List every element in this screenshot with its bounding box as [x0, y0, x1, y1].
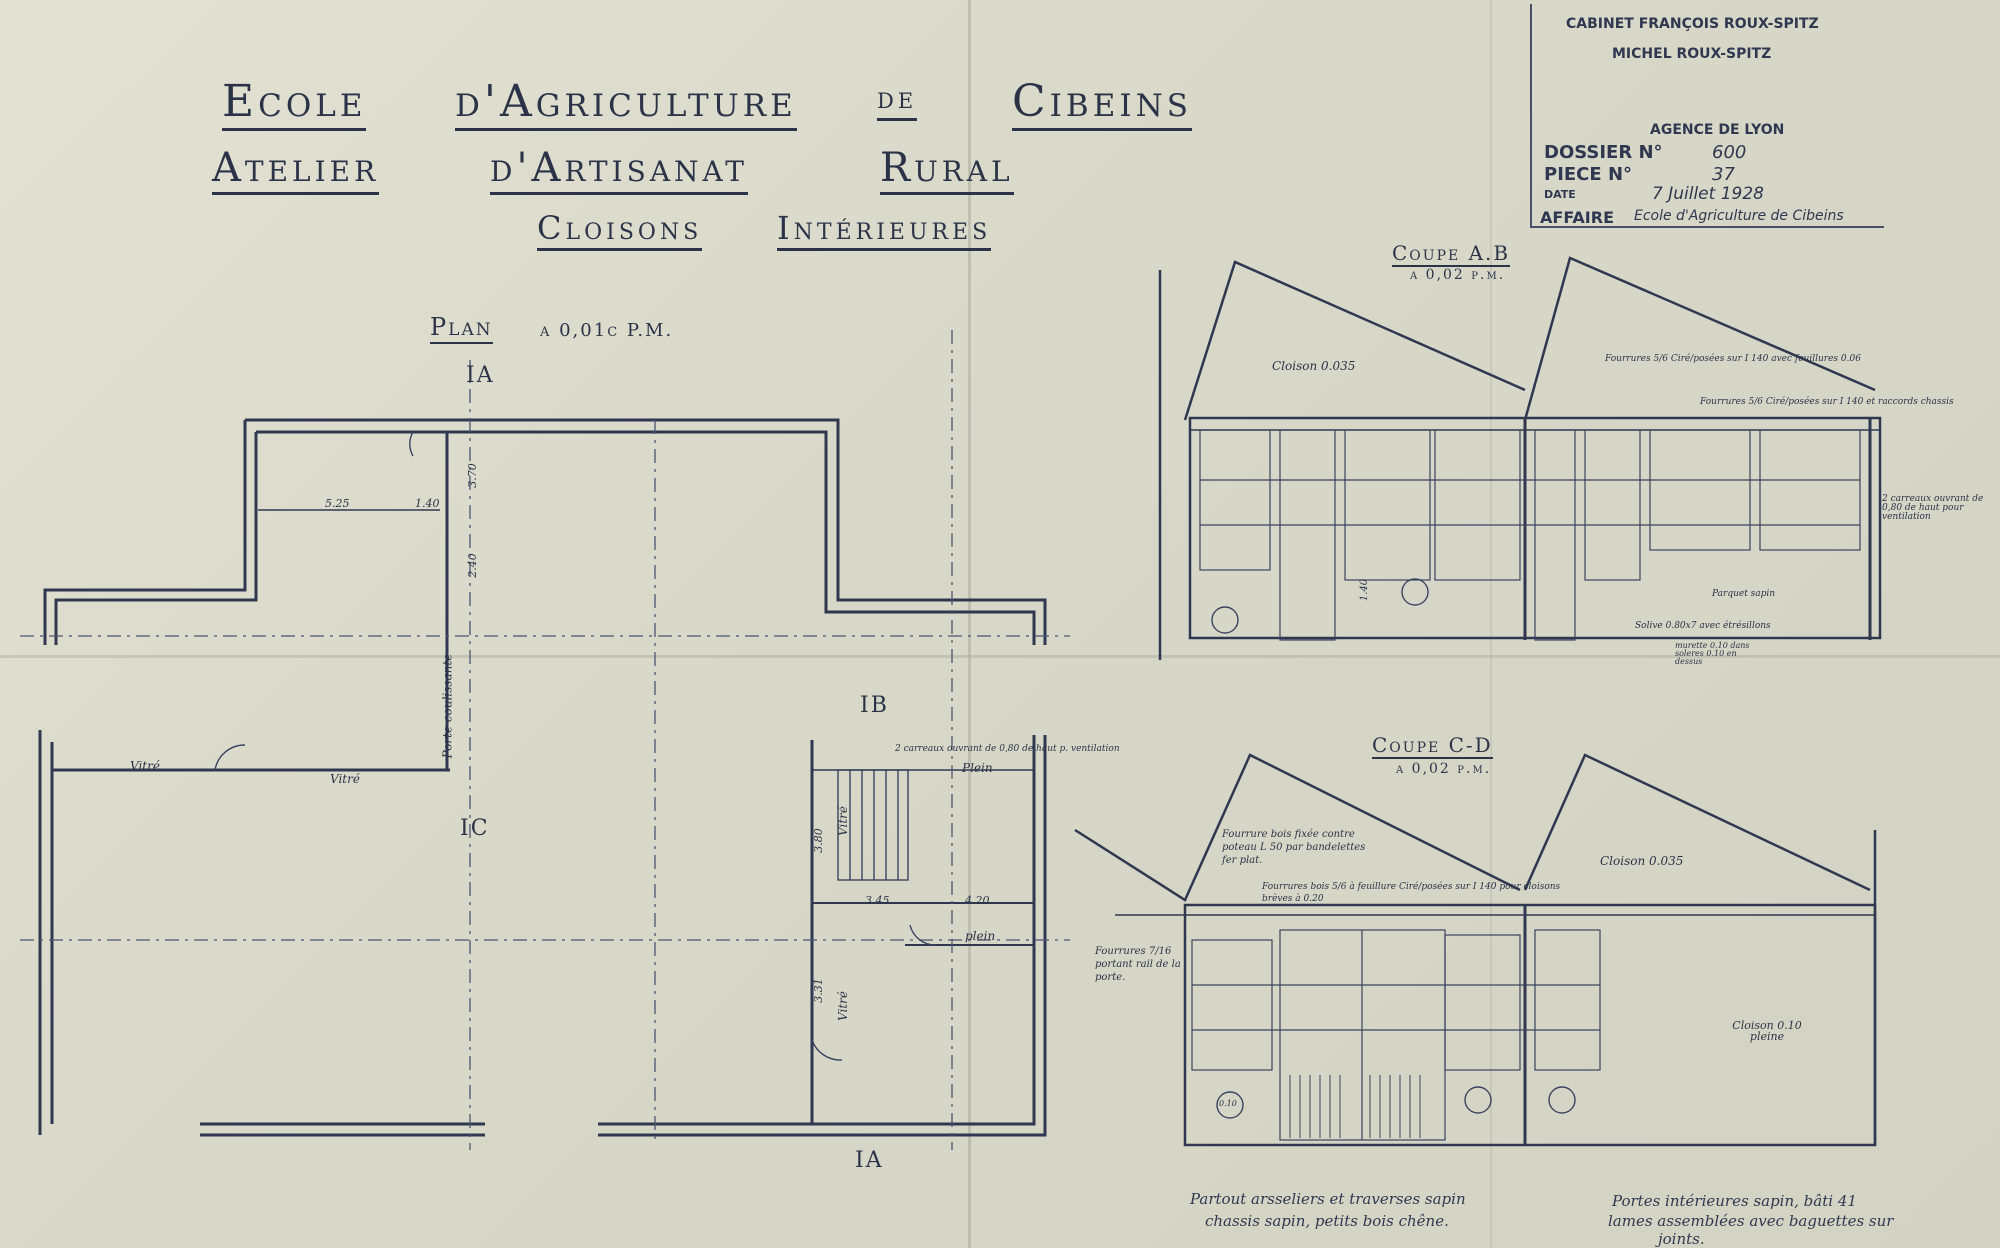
coupe-ab-solive: Solive 0.80x7 avec étrésillons [1635, 621, 1771, 631]
badges [1211, 578, 1576, 1119]
plan-title: Plan [430, 315, 493, 344]
coupe-ab-parquet: Parquet sapin [1712, 589, 1776, 599]
coupe-cd-elevation [1074, 753, 1877, 1147]
dim-420: 4.20 [965, 894, 990, 907]
label-porte-coulissante: Porte coulissante [440, 653, 455, 759]
dim-140: 1.40 [415, 497, 440, 510]
label-vitre-2: Vitré [330, 772, 360, 786]
cabinet-line-2: MICHEL ROUX-SPITZ [1612, 46, 1772, 62]
dim-525: 5.25 [325, 497, 350, 510]
title-ecole: Ecole [222, 80, 367, 131]
dim-331: 3.31 [811, 978, 825, 1003]
note-left-1: Partout arsseliers et traverses sapin [1190, 1190, 1466, 1208]
coupe-ab-fourrures-2: Fourrures 5/6 Ciré/posées sur I 140 et r… [1700, 397, 1954, 407]
piece-value: 37 [1712, 164, 1735, 185]
plan-axes [20, 330, 1070, 1150]
dim-380: 3.80 [811, 828, 825, 853]
coupe-cd-title: Coupe C-D [1372, 733, 1493, 759]
agence: AGENCE DE LYON [1650, 122, 1785, 138]
label-plein-2: plein [965, 929, 996, 943]
coupe-cd-tourrures: Fourrures 7/16 portant rail de la porte. [1095, 946, 1181, 983]
coupe-ab-glazing [1199, 429, 1861, 641]
affaire-label: AFFAIRE [1540, 208, 1614, 227]
affaire-value: Ecole d'Agriculture de Cibeins [1634, 208, 1844, 224]
label-ventilation: 2 carreaux ouvrant de 0,80 de haut p. ve… [895, 744, 1120, 754]
label-plein-1: Plein [962, 761, 993, 775]
label-vitre-4: Vitré [835, 991, 850, 1021]
title-rural: Rural [880, 148, 1014, 195]
dossier-label: DOSSIER N° [1544, 142, 1663, 163]
paper-fold-vertical-secondary [1490, 0, 1492, 1248]
dossier-value: 600 [1712, 142, 1747, 163]
note-left-2: chassis sapin, petits bois chêne. [1205, 1212, 1449, 1230]
paper-fold-horizontal [0, 655, 2000, 658]
title-atelier: Atelier [212, 148, 380, 195]
coupe-cd-badge: 0.10 [1219, 1099, 1237, 1108]
date-value: 7 Juillet 1928 [1652, 184, 1764, 204]
floor-plan-walls [38, 418, 1047, 1137]
coupe-ab-dim-140: 1.40 [1359, 578, 1371, 602]
title-block: CABINET FRANÇOIS ROUX-SPITZ MICHEL ROUX-… [1530, 4, 1884, 228]
coupe-cd-fourrure-bois: Fourrure bois fixée contre poteau L 50 p… [1222, 829, 1366, 866]
dim-240: 2.40 [465, 553, 479, 578]
title-de: de [877, 84, 918, 121]
title-cloisons: Cloisons [537, 212, 703, 251]
plan-scale: a 0,01c P.M. [540, 320, 674, 341]
paper-fold-vertical [968, 0, 971, 1248]
title-agriculture: d'Agriculture [455, 80, 797, 131]
door-swings [214, 431, 936, 1061]
dim-345: 3.45 [865, 894, 890, 907]
stair-hatch [837, 769, 909, 881]
date-label: DATE [1544, 188, 1576, 201]
title-interieures: Intérieures [777, 212, 992, 251]
label-vitre-1: Vitré [130, 759, 160, 773]
plan-marker-a-bottom: IA [855, 1148, 884, 1173]
title-artisanat: d'Artisanat [490, 148, 748, 195]
piece-label: PIECE N° [1544, 164, 1633, 185]
coupe-ab-murette: murette 0.10 dans soleres 0.10 en dessus [1675, 641, 1750, 666]
coupe-cd-scale: a 0,02 p.m. [1396, 761, 1492, 777]
title-cibeins: Cibeins [1012, 80, 1192, 131]
plan-marker-c: IC [460, 816, 490, 841]
door-boarding [1289, 1075, 1421, 1138]
coupe-ab-fourrures-1: Fourrures 5/6 Ciré/posées sur I 140 avec… [1605, 354, 1861, 364]
label-vitre-3: Vitré [835, 806, 850, 836]
coupe-cd-cloison-010: Cloison 0.10 pleine [1732, 1019, 1802, 1043]
coupe-ab-cloison: Cloison 0.035 [1272, 359, 1356, 373]
coupe-cd-fourrures-cloisons: Fourrures bois 5/6 à feuillure Ciré/posé… [1262, 882, 1561, 904]
coupe-ab-carreaux: 2 carreaux ouvrant de 0,80 de haut pour … [1882, 494, 1984, 522]
cabinet-line-1: CABINET FRANÇOIS ROUX-SPITZ [1566, 16, 1819, 32]
dim-370: 3.70 [465, 463, 479, 488]
coupe-cd-glazing [1191, 929, 1601, 1141]
coupe-cd-cloison-035: Cloison 0.035 [1600, 854, 1684, 868]
coupe-ab-scale: a 0,02 p.m. [1410, 267, 1506, 283]
note-right-3: joints. [1658, 1230, 1705, 1248]
note-right-1: Portes intérieures sapin, bâti 41 [1612, 1192, 1857, 1210]
plan-marker-b: IB [860, 693, 889, 718]
coupe-ab-title: Coupe A.B [1392, 241, 1511, 267]
plan-marker-a-top: IA [466, 363, 495, 388]
note-right-2: lames assemblées avec baguettes sur [1608, 1212, 1894, 1230]
